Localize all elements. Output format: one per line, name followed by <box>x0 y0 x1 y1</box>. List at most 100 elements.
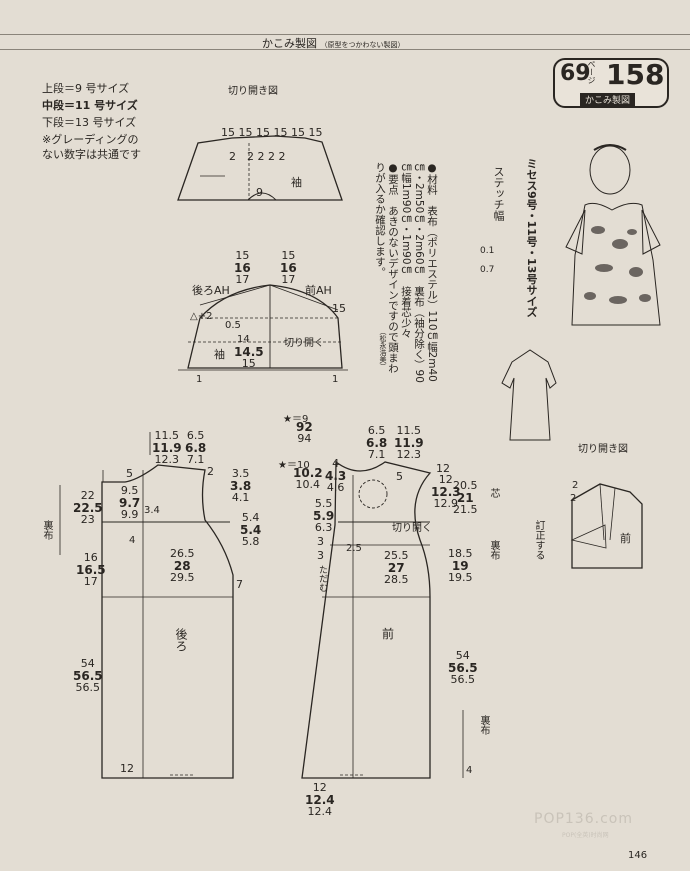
front-n5: 5 <box>396 470 403 483</box>
sleeve-name: 袖 <box>291 176 302 189</box>
stitch-value-2: 0.7 <box>480 265 495 275</box>
materials-line-5: りが入るか確認します。 <box>374 162 386 278</box>
cap-right-l: 17 <box>281 273 296 286</box>
front-len-m: 56.5 <box>448 661 478 675</box>
front-star-l1: 94 <box>297 432 312 445</box>
materials-line-2: ㎝・2m50㎝・2m60㎝ 裏布（袖分除く）90 <box>413 162 425 383</box>
back-arm-m: 22.5 <box>73 501 103 515</box>
watermark-subtext: POP(全英)时尚网 <box>562 832 609 839</box>
front-side-l: 21.5 <box>453 503 478 516</box>
legend-line-1: 上段＝9 号サイズ <box>42 82 130 95</box>
back-arm-l: 23 <box>80 513 95 526</box>
front-star-label-2: ★＝10 <box>278 460 310 471</box>
front-n12: 12 <box>436 462 450 475</box>
yoke-slash-2 <box>609 487 616 541</box>
header-bar <box>0 34 690 50</box>
front-n25: 2.5 <box>346 543 362 554</box>
front-star-values-1: 92 94 <box>296 421 313 445</box>
front-sh-s: 4 <box>332 457 340 470</box>
back-shoulder-l: 7.1 <box>186 453 205 466</box>
sleeve-cut-open-outline <box>177 135 343 201</box>
materials-credit: （松永浩美） <box>379 328 387 370</box>
front-lining-label-2: 裏布 <box>478 715 489 735</box>
back-neck-m: 11.9 <box>152 441 182 455</box>
sleeve-top-twos: 2 2 2 2 2 <box>229 150 286 163</box>
stitch-label: ステッチ幅 <box>492 166 505 221</box>
sleeve-length-m: 14.5 <box>234 345 264 359</box>
back-waist-m: 16.5 <box>76 563 106 577</box>
sleeve-length-l: 15 <box>241 357 256 370</box>
front-neck-width: 6.5 6.8 7.1 <box>366 425 387 461</box>
title-text: かこみ製図 <box>262 37 317 50</box>
sleeve-cut-open: 切り開く <box>284 338 324 349</box>
front-shoulder-m: 11.9 <box>394 436 424 450</box>
page-number: 146 <box>628 850 648 861</box>
front-n4: 4 <box>466 765 473 776</box>
front-len-l: 56.5 <box>450 673 476 686</box>
sleeve-14: 14 <box>237 334 250 345</box>
front-armhole: 12 12.3 12.9 <box>431 474 461 510</box>
front-bust-width: 25.5 27 28.5 <box>384 550 409 586</box>
front-neck-l: 7.1 <box>367 448 386 461</box>
front-yoke-s: 5.5 <box>314 497 333 510</box>
front-hem-l: 12.4 <box>307 805 333 818</box>
sleeve-top-measurements: 15 15 15 15 15 15 <box>221 126 323 139</box>
back-len-s: 54 <box>80 657 95 670</box>
back-body-outline <box>101 464 234 779</box>
back-lining-label: 裏布 <box>41 520 52 540</box>
sleeve-hem-curve <box>247 192 277 201</box>
cap-left-m: 16 <box>234 261 251 275</box>
badge-ref-page: 69 <box>560 61 591 86</box>
front-hem: 12 12.4 12.4 <box>305 782 335 818</box>
stitch-value-1: 0.1 <box>480 246 495 256</box>
back-bust-m: 28 <box>173 559 191 573</box>
legend-line-4: ※グレーディングの <box>42 133 139 146</box>
back-neck-l: 12.3 <box>154 453 180 466</box>
front-waist-l: 19.5 <box>448 571 473 584</box>
back-n2: 2 <box>207 465 214 478</box>
front-neck-m: 6.8 <box>366 436 388 450</box>
front-label: 前 <box>382 627 395 641</box>
detail-correct-label: 訂正する <box>533 520 544 560</box>
front-arm-m: 12.3 <box>431 485 461 499</box>
back-side-m: 5.4 <box>240 523 262 537</box>
back-sh-s: 3.5 <box>231 467 250 480</box>
front-n3b: 3 <box>317 549 324 562</box>
front-gather: ただむ <box>317 565 327 592</box>
cap-left-s: 15 <box>235 249 250 262</box>
detail-n2a: 2 <box>572 480 579 491</box>
sleeve-05: 0.5 <box>225 320 241 331</box>
cap-right-m: 16 <box>280 261 297 275</box>
legend-line-2: 中段＝11 号サイズ <box>42 99 138 112</box>
detail-kirihiraki-label: 切り開き図 <box>578 444 628 455</box>
back-side-s: 5.4 <box>241 511 260 524</box>
back-waist-l: 17 <box>83 575 98 588</box>
cap-right-s: 15 <box>281 249 296 262</box>
model-sleeve-right <box>641 209 661 255</box>
front-hem-m: 12.4 <box>305 793 335 807</box>
front-neck-s: 6.5 <box>367 424 386 437</box>
back-sh-l: 4.1 <box>231 491 250 504</box>
front-sh-m: 4.3 <box>325 469 347 483</box>
front-side-s: 20.5 <box>453 479 478 492</box>
back-yoke-s: 9.5 <box>120 484 139 497</box>
front-star-m2: 10.2 <box>293 466 323 480</box>
front-side-depth: 20.5 21 21.5 <box>453 480 478 516</box>
back-arm-s: 22 <box>80 489 95 502</box>
back-len-l: 56.5 <box>75 681 101 694</box>
sleeve-width-9: 9 <box>256 186 263 199</box>
back-waist-depth: 16 16.5 17 <box>76 552 106 588</box>
back-bust-s: 26.5 <box>170 547 195 560</box>
badge-caption: かこみ製図 <box>580 93 636 106</box>
back-sh-m: 3.8 <box>230 479 252 493</box>
front-shoulder-width: 11.5 11.9 12.3 <box>394 425 424 461</box>
sizes-title: ミセス9号・11号・13号サイズ <box>525 158 538 318</box>
model-sleeve-left <box>565 209 586 255</box>
back-n5: 5 <box>126 467 133 480</box>
yoke-slash-1 <box>599 483 605 541</box>
back-yoke-m: 9.7 <box>119 496 141 510</box>
back-armhole-depth: 22 22.5 23 <box>73 490 103 526</box>
front-yoke-l: 6.3 <box>314 521 333 534</box>
back-length: 54 56.5 56.5 <box>73 658 103 694</box>
